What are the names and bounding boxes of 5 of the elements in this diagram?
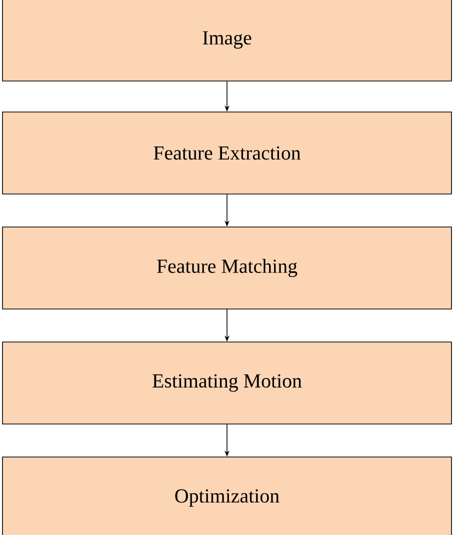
process-box: Estimating Motion (2, 342, 452, 424)
process-box: Feature Matching (2, 226, 452, 310)
process-box: Optimization (2, 456, 452, 535)
process-box: Feature Extraction (2, 112, 452, 194)
process-box: Image (2, 0, 452, 82)
